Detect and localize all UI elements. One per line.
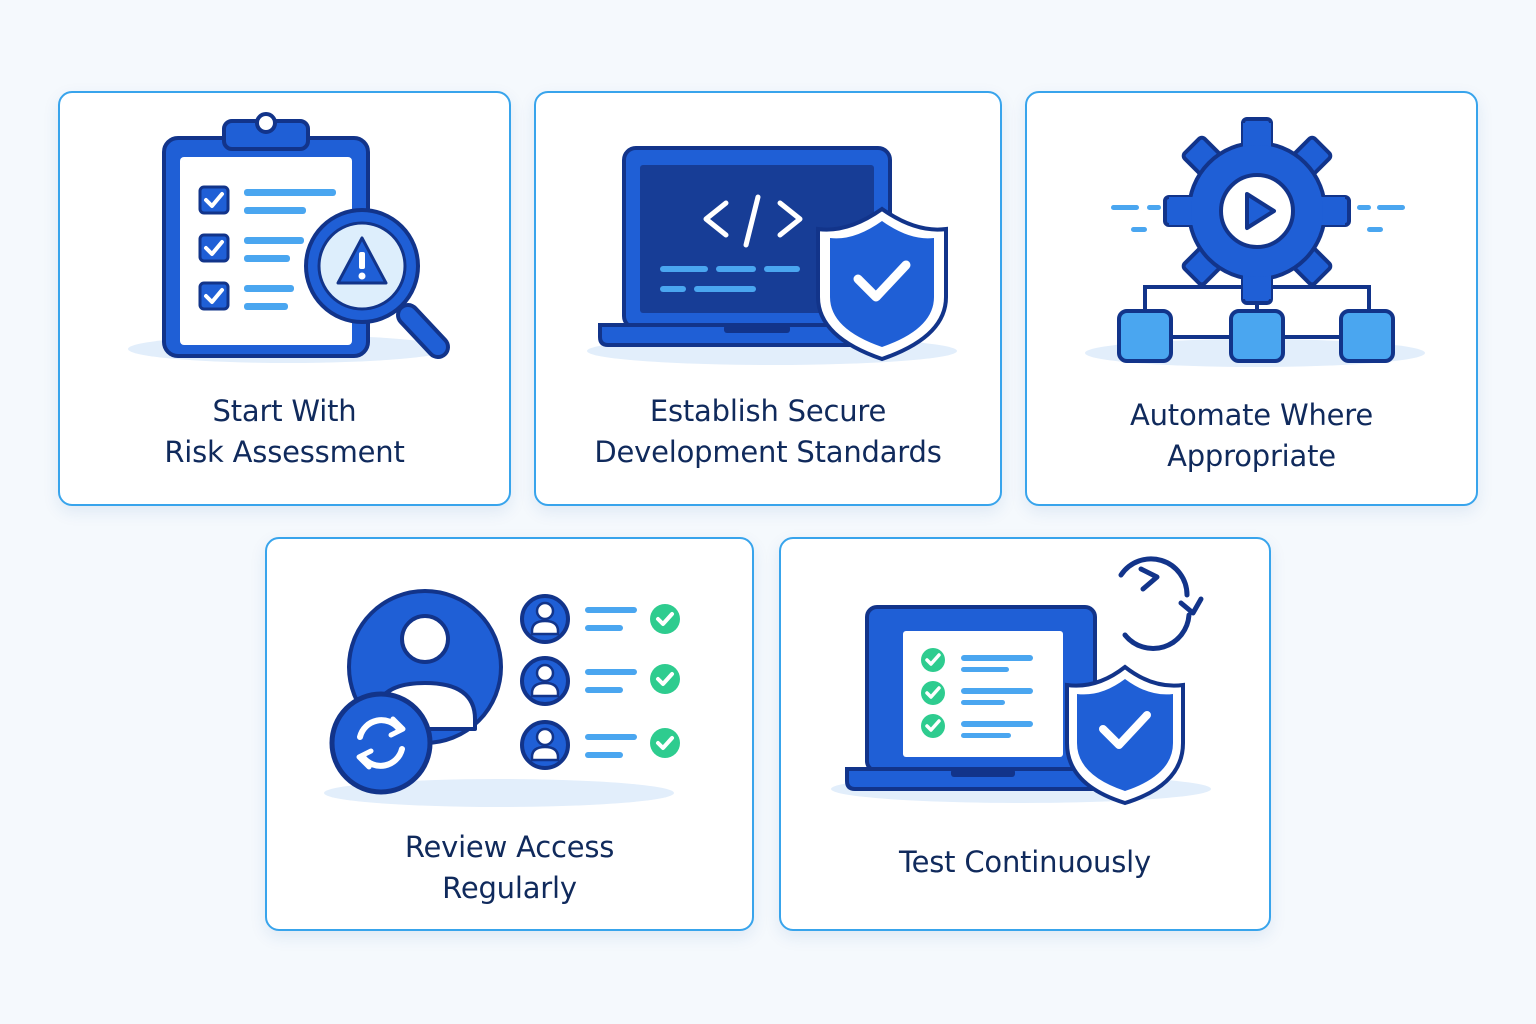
card-secure-development: Establish Secure Development Standards xyxy=(534,91,1002,506)
card-label: Review Access Regularly xyxy=(277,827,742,909)
label-line: Appropriate xyxy=(1167,439,1336,473)
label-line: Risk Assessment xyxy=(164,435,405,469)
label-line: Review Access xyxy=(404,830,615,864)
label-line: Test Continuously xyxy=(899,845,1151,879)
card-label: Establish Secure Development Standards xyxy=(546,391,990,473)
access-row xyxy=(520,594,680,644)
label-line: Establish Secure xyxy=(649,394,887,428)
access-row xyxy=(520,720,680,770)
card-risk-assessment: Start With Risk Assessment xyxy=(58,91,511,506)
laptop-code-shield-icon xyxy=(587,146,957,365)
card-label: Automate Where Appropriate xyxy=(1037,395,1466,477)
label-line: Regularly xyxy=(442,871,577,905)
label-line: Development Standards xyxy=(594,435,942,469)
gear-automation-icon xyxy=(1085,117,1425,367)
card-label: Start With Risk Assessment xyxy=(70,391,499,473)
card-test-continuously: Test Continuously xyxy=(779,537,1271,931)
user-access-review-icon xyxy=(324,589,680,807)
clipboard-risk-icon xyxy=(128,112,450,363)
laptop-test-shield-icon xyxy=(831,556,1211,806)
card-review-access: Review Access Regularly xyxy=(265,537,754,931)
card-label: Test Continuously xyxy=(791,842,1259,883)
card-automate: Automate Where Appropriate xyxy=(1025,91,1478,506)
access-row xyxy=(520,656,680,706)
label-line: Automate Where xyxy=(1129,398,1373,432)
label-line: Start With xyxy=(212,394,357,428)
